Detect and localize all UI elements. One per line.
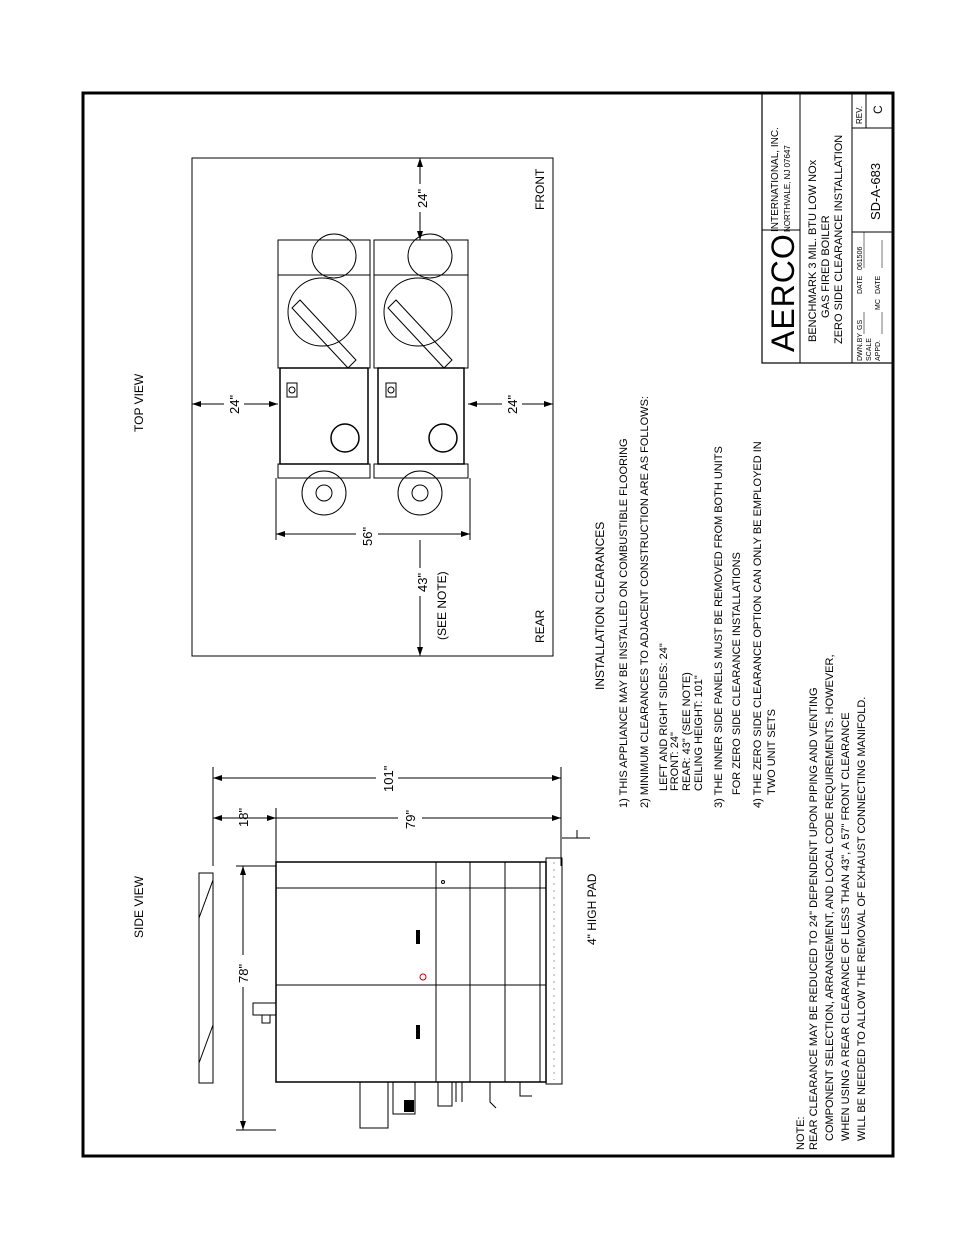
dim-rear-43: 43" [415, 573, 430, 592]
note-line-2: COMPONENT SELECTION, ARRANGEMENT, AND LO… [824, 654, 836, 1141]
date-value: 061506 [857, 247, 864, 270]
dim-78: 78" [236, 964, 251, 983]
clearance-line-9: 4) THE ZERO SIDE CLEARANCE OPTION CAN ON… [752, 441, 764, 808]
dwn-by-value: GS [857, 320, 864, 330]
side-view-label: SIDE VIEW [132, 875, 146, 938]
rev-label: REV. [855, 106, 864, 124]
clearance-line-2: 2) MINIMUM CLEARANCES TO ADJACENT CONSTR… [639, 396, 651, 808]
pad-label: 4" HIGH PAD [585, 873, 599, 945]
clearance-line-8: FOR ZERO SIDE CLEARANCE INSTALLATIONS [731, 552, 743, 795]
clearance-line-6: CEILING HEIGHT: 101" [693, 675, 705, 791]
rev-value: C [871, 105, 885, 114]
top-view-frame [191, 157, 554, 657]
clearance-line-5: REAR: 43" (SEE NOTE) [681, 672, 693, 791]
logo: AERCO [765, 233, 801, 352]
title-line-2: GAS FIRED BOILER [820, 215, 832, 318]
boiler-unit-1 [277, 233, 371, 516]
dwn-by-label: DWN.BY [857, 333, 864, 361]
rear-label: REAR [533, 609, 547, 643]
drawing-border [81, 91, 895, 1158]
dim-101: 101" [381, 765, 396, 792]
ceiling-bar [198, 872, 214, 1084]
rear-see-note: (SEE NOTE) [435, 571, 449, 640]
boiler-unit-2 [373, 233, 469, 516]
clearances-title: INSTALLATION CLEARANCES [593, 522, 607, 690]
clearance-line-10: TWO UNIT SETS [766, 709, 778, 795]
clearance-line-3: LEFT AND RIGHT SIDES: 24" [658, 643, 670, 791]
note-line-3: WHEN USING A REAR CLEARANCE OF LESS THAN… [840, 712, 852, 1141]
dim-front-24: 24" [415, 189, 430, 208]
company-address: NORTHVALE, NJ 07647 [783, 145, 792, 232]
date-label: DATE [857, 276, 864, 294]
dim-width-56: 56" [360, 527, 375, 546]
dim-79: 79" [403, 810, 418, 829]
note-line-4: WILL BE NEEDED TO ALLOW THE REMOVAL OF E… [856, 697, 868, 1141]
top-view: FRONT REAR [191, 157, 554, 657]
dim-18: 18" [236, 808, 251, 827]
high-pad [545, 857, 563, 1085]
top-view-label: TOP VIEW [132, 373, 146, 432]
appd-label: APPD. [875, 340, 882, 361]
clearance-line-1: 1) THIS APPLIANCE MAY BE INSTALLED ON CO… [618, 438, 630, 808]
date2-label: DATE [875, 276, 882, 294]
dim-left-24: 24" [227, 395, 242, 414]
rear-clearance-note: NOTE: REAR CLEARANCE MAY BE REDUCED TO 2… [795, 654, 868, 1150]
appd-value: MC [875, 299, 882, 310]
clearance-line-7: 3) THE INNER SIDE PANELS MUST BE REMOVED… [713, 446, 725, 808]
drawing-number: SD-A-683 [868, 163, 883, 220]
side-view: 101" 18" 79" 78" [198, 764, 599, 1131]
dim-right-24: 24" [505, 395, 520, 414]
title-line-3: ZERO SIDE CLEARANCE INSTALLATION [833, 135, 845, 344]
note-line-1: REAR CLEARANCE MAY BE REDUCED TO 24" DEP… [808, 687, 820, 1150]
front-label: FRONT [533, 168, 547, 210]
installation-clearances: INSTALLATION CLEARANCES 1) THIS APPLIANC… [593, 396, 778, 808]
title-line-1: BENCHMARK 3 MIL. BTU LOW NOx [807, 159, 819, 342]
scale-label: SCALE [866, 338, 873, 361]
company-name: INTERNATIONAL, INC. [770, 127, 781, 232]
title-block: AERCO INTERNATIONAL, INC. NORTHVALE, NJ … [761, 92, 894, 364]
note-label: NOTE: [795, 1116, 807, 1150]
clearance-line-4: FRONT: 24" [669, 732, 681, 791]
